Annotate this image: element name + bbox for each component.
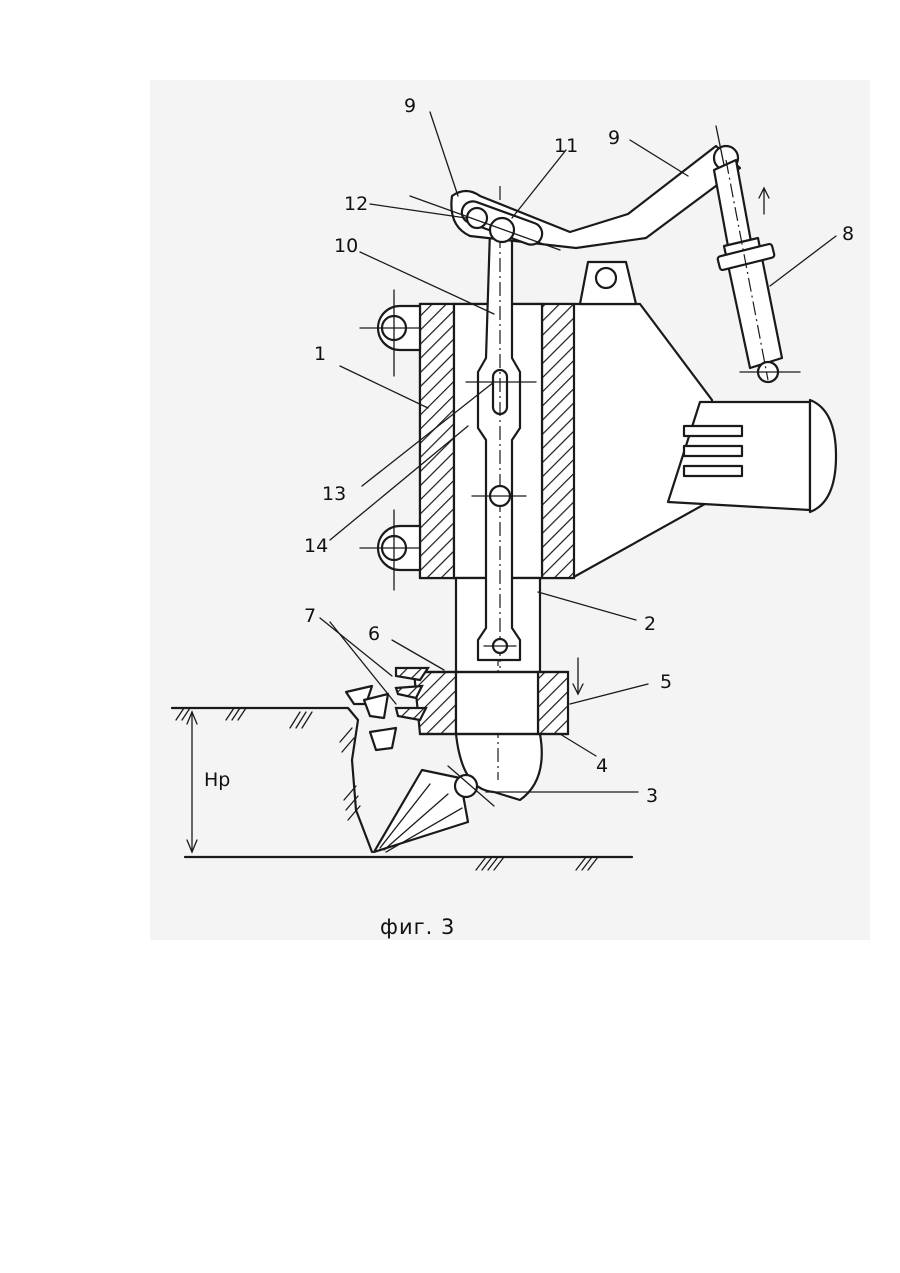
label-6: 6: [368, 623, 380, 645]
label-12: 12: [344, 193, 368, 215]
label-3: 3: [646, 785, 658, 807]
label-5: 5: [660, 671, 672, 693]
right-wall-hatched: [542, 304, 574, 578]
label-2: 2: [644, 613, 656, 635]
depth-dimension: [187, 712, 197, 852]
mount-pins: [360, 290, 420, 590]
top-bracket: [580, 262, 636, 304]
label-7: 7: [304, 605, 316, 627]
label-14: 14: [304, 535, 328, 557]
hydraulic-cylinder: [714, 160, 800, 382]
figure-caption: фиг. 3: [380, 915, 455, 939]
collar: [396, 668, 568, 734]
label-8: 8: [842, 223, 854, 245]
label-depth: Hp: [204, 769, 230, 791]
body-frame: [420, 304, 712, 578]
label-13: 13: [322, 483, 346, 505]
label-9-right: 9: [608, 127, 620, 149]
label-9-left: 9: [404, 95, 416, 117]
label-4: 4: [596, 755, 608, 777]
label-11: 11: [554, 135, 578, 157]
label-10: 10: [334, 235, 358, 257]
label-1: 1: [314, 343, 326, 365]
